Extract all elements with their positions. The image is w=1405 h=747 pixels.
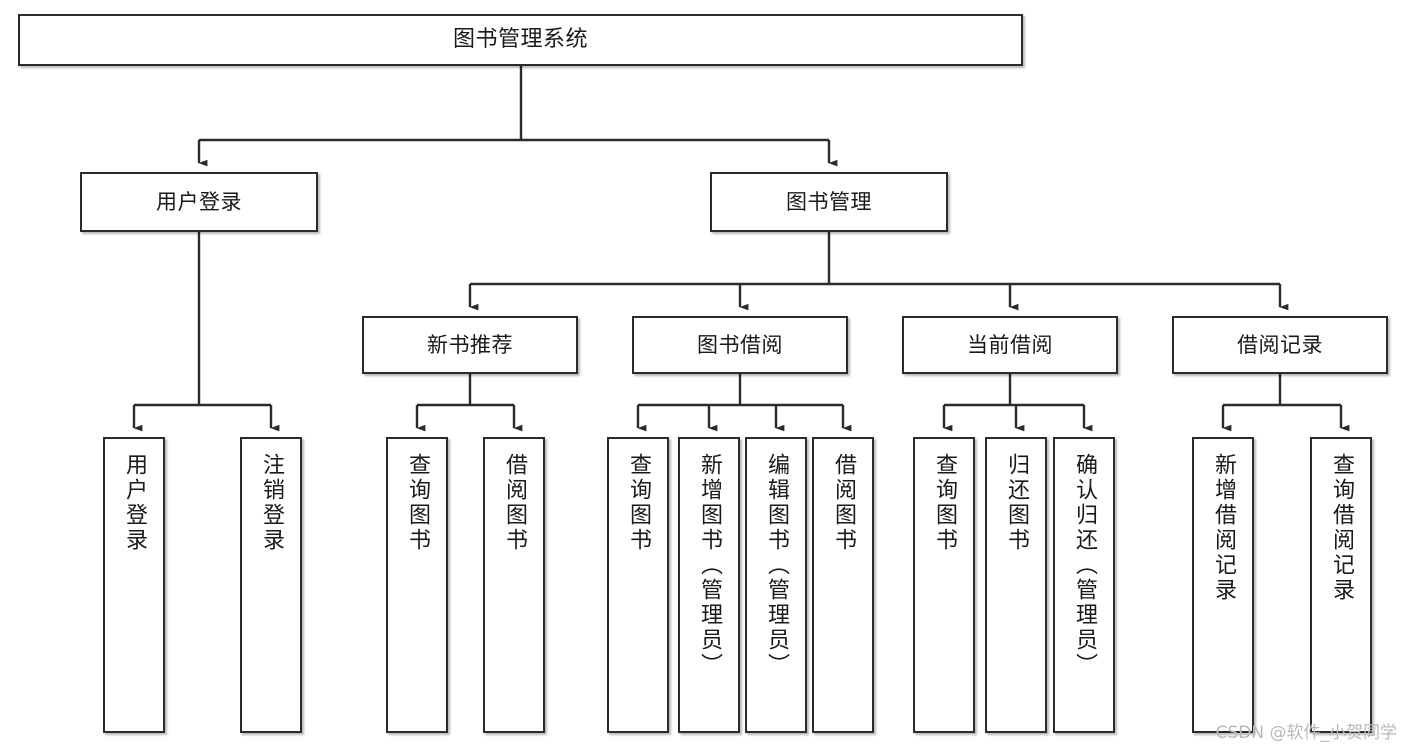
node-label: 编辑图书（管理员） [764, 453, 789, 678]
node-user-login-do[interactable]: 用户登录 [103, 437, 165, 733]
node-label: 查询图书 [405, 453, 430, 553]
node-book-borrow[interactable]: 图书借阅 [632, 316, 848, 374]
node-book-manage[interactable]: 图书管理 [710, 172, 948, 232]
node-user-login[interactable]: 用户登录 [80, 172, 318, 232]
node-label: 查询图书 [932, 453, 957, 553]
node-label: 图书管理系统 [452, 26, 588, 52]
node-rec-query-record[interactable]: 查询借阅记录 [1310, 437, 1372, 733]
node-label: 新增图书（管理员） [697, 453, 722, 678]
node-label: 查询图书 [626, 453, 651, 553]
node-borrow-borrow-book[interactable]: 借阅图书 [812, 437, 874, 733]
node-label: 图书管理 [786, 189, 872, 214]
node-label: 用户登录 [156, 189, 242, 214]
node-label: 归还图书 [1004, 453, 1029, 553]
node-borrow-query-book[interactable]: 查询图书 [607, 437, 669, 733]
node-label: 用户登录 [122, 453, 147, 553]
node-label: 查询借阅记录 [1329, 453, 1354, 603]
node-label: 借阅图书 [831, 453, 856, 553]
node-label: 确认归还（管理员） [1072, 453, 1097, 678]
node-cur-return-book[interactable]: 归还图书 [985, 437, 1047, 733]
node-borrow-add-book[interactable]: 新增图书（管理员） [678, 437, 740, 733]
node-label: 借阅记录 [1237, 332, 1323, 357]
node-new-book-rec[interactable]: 新书推荐 [362, 316, 578, 374]
node-label: 当前借阅 [967, 332, 1053, 357]
node-label: 图书借阅 [697, 332, 783, 357]
node-label: 借阅图书 [502, 453, 527, 553]
node-borrow-edit-book[interactable]: 编辑图书（管理员） [745, 437, 807, 733]
node-user-logout[interactable]: 注销登录 [240, 437, 302, 733]
node-label: 新增借阅记录 [1211, 453, 1236, 603]
node-label: 新书推荐 [427, 332, 513, 357]
node-cur-confirm-return[interactable]: 确认归还（管理员） [1053, 437, 1115, 733]
node-rec-query-book[interactable]: 查询图书 [386, 437, 448, 733]
node-rec-add-record[interactable]: 新增借阅记录 [1192, 437, 1254, 733]
node-current-borrow[interactable]: 当前借阅 [902, 316, 1118, 374]
node-label: 注销登录 [259, 453, 284, 553]
csdn-watermark: CSDN @软件_小贺同学 [1215, 723, 1397, 743]
node-rec-borrow-book[interactable]: 借阅图书 [483, 437, 545, 733]
node-cur-query-book[interactable]: 查询图书 [913, 437, 975, 733]
node-root-system[interactable]: 图书管理系统 [18, 14, 1023, 66]
node-borrow-record[interactable]: 借阅记录 [1172, 316, 1388, 374]
